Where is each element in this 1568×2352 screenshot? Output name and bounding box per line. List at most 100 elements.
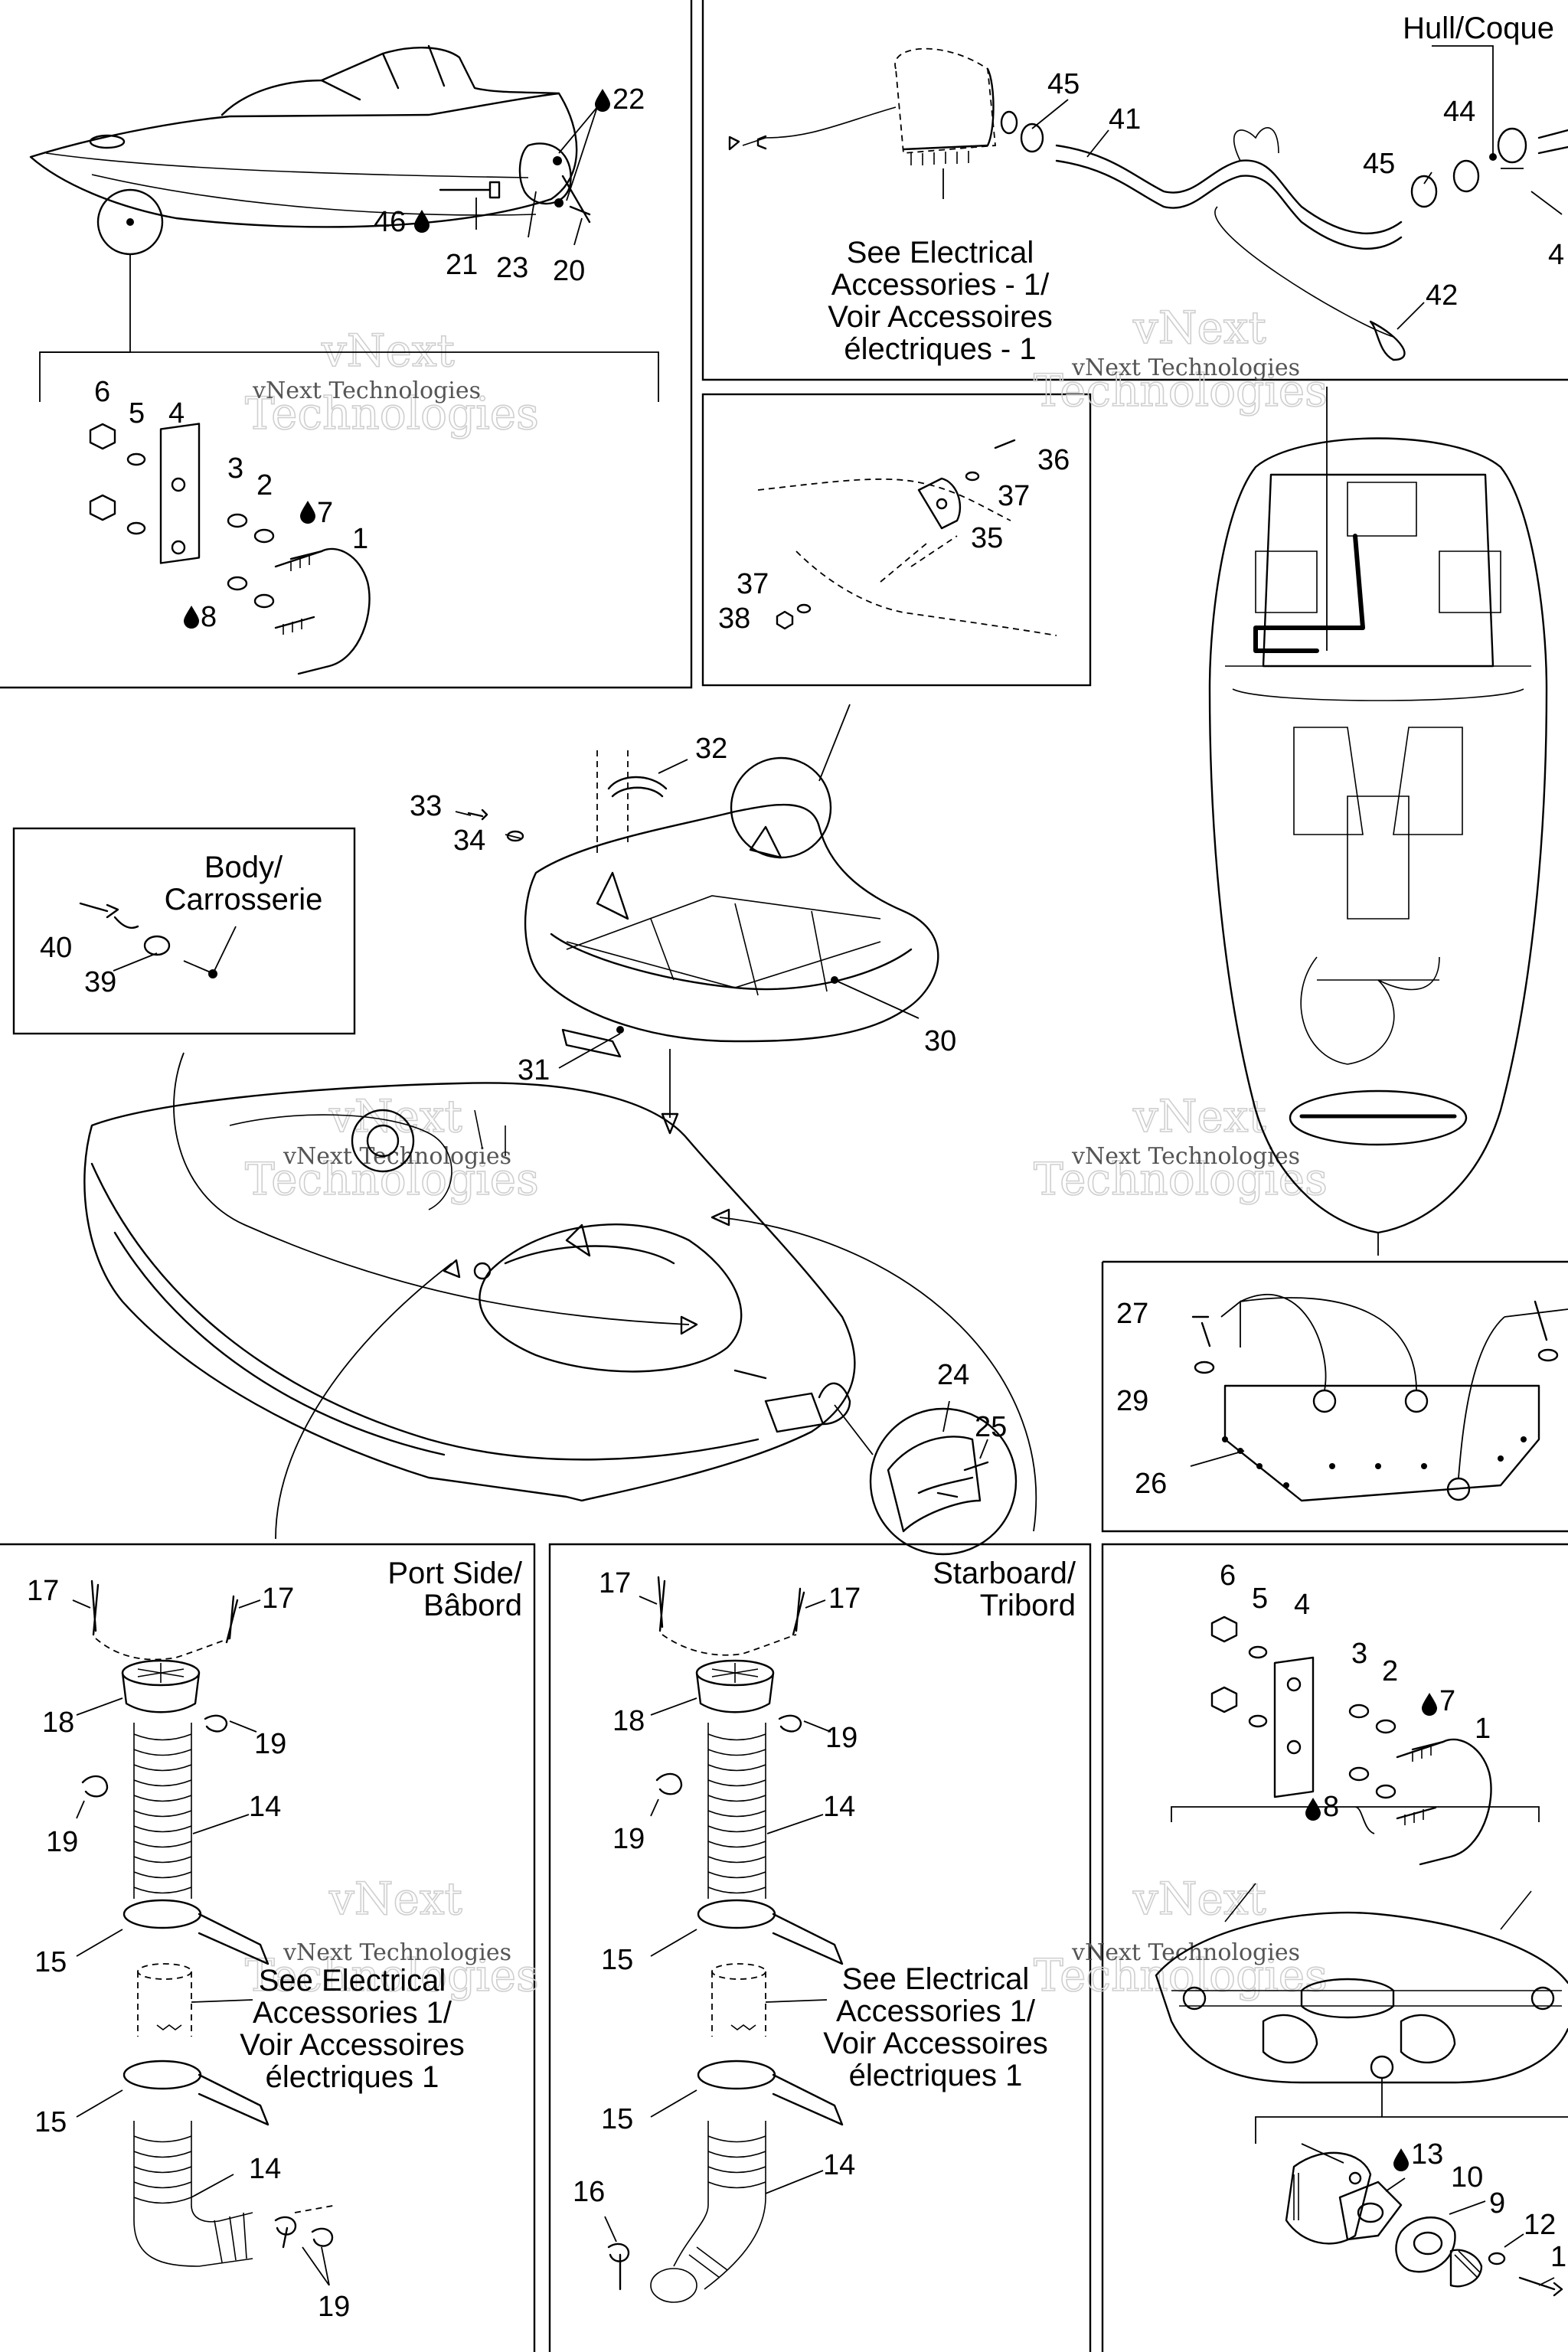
watermark-brand-3: vNext [328,1090,462,1142]
callout-33: 33 [410,790,442,822]
callout-30: 30 [924,1025,956,1057]
port-callouts: 17 17 18 19 19 14 15 15 14 19 [27,1575,350,2323]
callout-23: 23 [496,252,528,284]
br-drops [1305,1693,1437,2171]
caption-see-elec-top-4: électriques - 1 [844,332,1036,366]
watermark-brand-1: vNext [321,325,455,377]
callout-2: 2 [256,469,273,501]
callout-25: 25 [975,1411,1007,1443]
watermark-brand-2b: Technologies [1034,364,1328,416]
caption-see-elec-port-1: See Electrical [259,1964,446,1998]
callout-22: 22 [612,83,645,116]
caption-starboard-1: Starboard/ [933,1557,1076,1590]
callout-44: 44 [1443,96,1475,128]
callout-19-b: 19 [46,1826,78,1858]
caption-see-elec-stbd-1: See Electrical [842,1962,1030,1996]
port-vent-assembly [81,1579,338,2267]
hull-top-view [1208,437,1548,1256]
watermark-small-2: vNext Technologies [1071,354,1300,381]
tl-callouts: 22 46 21 23 20 6 5 4 3 2 7 1 8 [94,83,645,633]
callout-20: 20 [553,255,585,287]
tl-leader-lines [39,106,659,402]
tow-eye-assembly-top [89,423,371,675]
callout-46: 46 [374,206,406,238]
callout-26: 26 [1135,1468,1167,1500]
caption-hull: Hull/Coque [1403,11,1554,45]
bilge-hose [1000,110,1568,361]
callout-s15-b: 15 [601,2103,633,2135]
callout-39: 39 [84,966,116,998]
callout-br-2: 2 [1382,1655,1398,1687]
starboard-vent-assembly [607,1576,844,2303]
callout-br-8: 8 [1323,1791,1339,1823]
caption-see-elec-stbd-3: Voir Accessoires [823,2027,1047,2060]
watermark-small-6: vNext Technologies [1071,1939,1300,1966]
caption-body-2: Carrosserie [165,883,323,916]
port-captions: Port Side/ Bâbord See Electrical Accesso… [240,1557,523,2094]
storage-tray [524,704,939,1135]
callout-45-b: 45 [1363,148,1395,180]
callout-4: 4 [168,397,185,430]
callout-15-a: 15 [34,1946,67,1978]
callout-21: 21 [446,249,478,281]
tray-leader-lines [455,759,920,1069]
callout-40: 40 [40,932,72,964]
callout-s19-b: 19 [612,1823,645,1855]
callout-14-a: 14 [249,1791,281,1823]
callout-1: 1 [352,523,368,555]
bilge-pump [728,47,996,199]
watermark-brand-6: vNext [1132,1873,1266,1925]
caption-see-elec-stbd-2: Accessories 1/ [836,1994,1036,2028]
callout-s16: 16 [573,2176,605,2208]
callout-24: 24 [937,1359,969,1391]
clip-callouts: 36 37 35 37 38 [718,444,1070,635]
callout-8: 8 [201,601,217,633]
callout-18: 18 [42,1707,74,1739]
callout-s18: 18 [612,1705,645,1737]
callout-19-a: 19 [254,1728,286,1760]
caption-see-elec-top-2: Accessories - 1/ [831,268,1050,302]
caption-see-elec-port-3: Voir Accessoires [240,2028,464,2062]
watermark-small-5: vNext Technologies [283,1939,511,1966]
callout-37-b: 37 [737,568,769,600]
drain-plug-assembly [1285,2143,1563,2297]
callout-19-c: 19 [318,2291,350,2323]
callout-br-5: 5 [1252,1583,1268,1615]
callout-17-a: 17 [27,1575,59,1607]
tray-callouts: 32 33 34 30 31 [410,733,956,1086]
clip-detail [757,439,1057,636]
caption-port-1: Port Side/ [387,1557,523,1590]
body-detail: Body/ Carrosserie 40 39 [40,851,322,998]
tc-leader-lines [1031,45,1563,651]
callout-36: 36 [1037,444,1070,476]
callout-br-11: 1 [1550,2241,1566,2273]
boat-arrows [173,1052,1037,1540]
caption-starboard-2: Tribord [980,1589,1076,1622]
callout-7: 7 [317,497,333,529]
callout-s15-a: 15 [601,1944,633,1976]
br-callouts: 6 5 4 3 2 7 1 8 13 10 9 12 1 [1220,1560,1566,2273]
callout-br-13: 13 [1411,2138,1443,2171]
port-leader-lines [72,1599,330,2286]
watermark-brand-2: vNext [1132,302,1266,354]
callout-s14-b: 14 [823,2149,855,2181]
caption-see-elec-port-2: Accessories 1/ [253,1996,452,2030]
callout-41: 41 [1109,103,1141,136]
transom-rear-view [1155,1883,1568,2144]
tl-small-parts [439,156,564,207]
callout-s14-a: 14 [823,1791,855,1823]
callout-br-7: 7 [1439,1685,1455,1717]
tow-eye-assembly-bottom [1171,1615,1540,1866]
callout-34: 34 [453,825,485,857]
callout-br-3: 3 [1351,1638,1367,1670]
watermark-brand-5b: Technologies [245,1949,539,2001]
callout-5: 5 [129,397,145,430]
callout-27: 27 [1116,1298,1148,1330]
watermark-brand-5: vNext [328,1873,462,1925]
tray-small-parts [467,808,838,1034]
watermark-brand-4: vNext [1132,1090,1266,1142]
callout-s17-a: 17 [599,1567,631,1599]
callout-br-4: 4 [1294,1589,1310,1621]
